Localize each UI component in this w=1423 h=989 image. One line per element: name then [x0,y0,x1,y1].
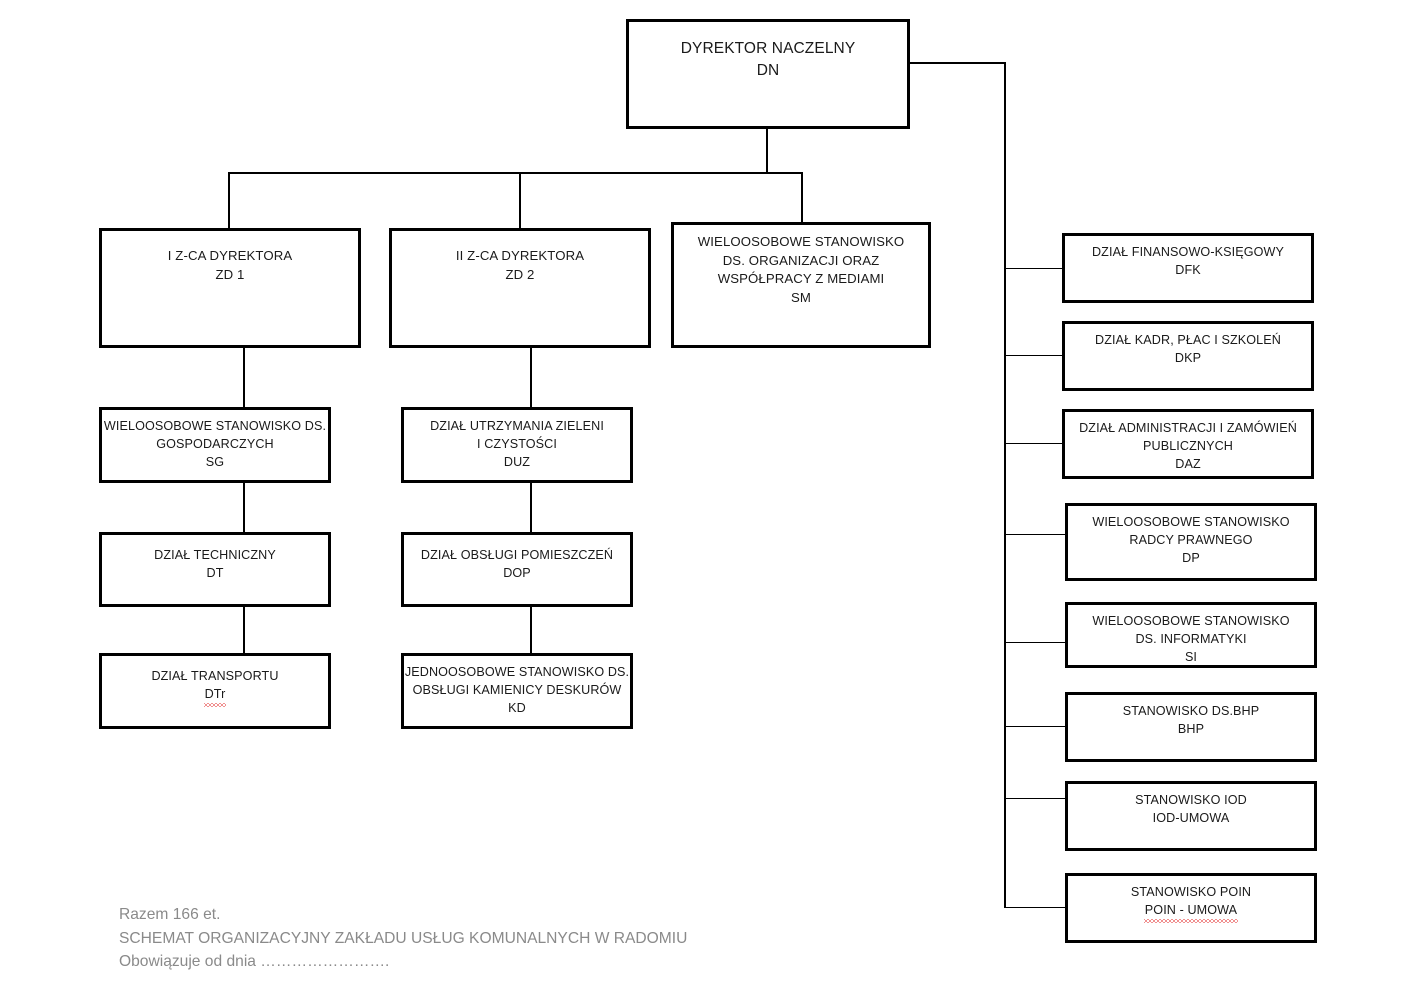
node-zd1-line-2: ZD 1 [215,266,245,282]
node-stanowisko-poin[interactable]: STANOWISKO POIN POIN - UMOWA [1065,873,1317,943]
node-daz-line-3: DAZ [1175,456,1201,471]
spellcheck-misspelling: DTr [203,686,227,707]
caption-effective-date: Obowiązuje od dnia ……………………. [119,953,390,971]
node-dtr-line-2: DTr [102,686,328,707]
node-dzial-finansowo-ksiegowy[interactable]: DZIAŁ FINANSOWO-KSIĘGOWY DFK [1062,233,1314,303]
node-sm-line-4: SM [791,290,811,306]
node-dp-line-2: RADCY PRAWNEGO [1129,532,1253,547]
node-dzial-kadr-plac-szkolen[interactable]: DZIAŁ KADR, PŁAC I SZKOLEŃ DKP [1062,321,1314,391]
node-zd2-line-1: II Z-CA DYREKTORA [455,248,585,263]
caption-title: SCHEMAT ORGANIZACYJNY ZAKŁADU USŁUG KOMU… [119,929,688,947]
node-kd-line-1: JEDNOOSOBOWE STANOWISKO DS. [404,665,630,679]
node-kd-line-2: OBSŁUGI KAMIENICY DESKURÓW [412,682,622,697]
node-dzial-administracji-zamowien[interactable]: DZIAŁ ADMINISTRACJI I ZAMÓWIEŃ PUBLICZNY… [1062,409,1314,479]
node-poin-line-2: POIN - UMOWA [1068,902,1314,923]
node-dtr-line-1: DZIAŁ TRANSPORTU [151,669,279,683]
connector-dop-to-kd [530,607,532,653]
connector-trunk-to-bhp [1004,726,1066,728]
node-dzial-transportu[interactable]: DZIAŁ TRANSPORTU DTr [99,653,331,729]
node-iod-line-1: STANOWISKO IOD [1135,793,1247,807]
node-dzial-techniczny[interactable]: DZIAŁ TECHNICZNY DT [99,532,331,607]
connector-trunk-to-iod [1004,798,1066,800]
connector-dn-down [766,128,768,174]
node-dn-line-2: DN [756,62,780,79]
connector-trunk-to-dp [1004,534,1066,536]
node-dzial-obslugi-pomieszczen[interactable]: DZIAŁ OBSŁUGI POMIESZCZEŃ DOP [401,532,633,607]
node-dzial-utrzymania-zieleni[interactable]: DZIAŁ UTRZYMANIA ZIELENI I CZYSTOŚCI DUZ [401,407,633,483]
node-dt-line-2: DT [206,565,224,580]
connector-trunk-to-dfk [1004,268,1064,270]
connector-right-trunk [1004,62,1006,908]
node-daz-line-2: PUBLICZNYCH [1143,438,1233,453]
node-sg-line-3: SG [205,454,225,469]
node-dt-line-1: DZIAŁ TECHNICZNY [154,548,276,562]
connector-dn-right [908,62,1005,64]
connector-trunk-to-poin [1004,907,1066,909]
connector-trunk-to-daz [1004,443,1064,445]
node-daz-line-1: DZIAŁ ADMINISTRACJI I ZAMÓWIEŃ [1079,421,1297,435]
connector-sg-to-dt [243,483,245,532]
node-stanowisko-informatyki[interactable]: WIELOOSOBOWE STANOWISKO DS. INFORMATYKI … [1065,602,1317,668]
node-si-line-1: WIELOOSOBOWE STANOWISKO [1092,614,1290,628]
node-dfk-line-2: DFK [1175,262,1201,277]
node-i-zca-dyrektora[interactable]: I Z-CA DYREKTORA ZD 1 [99,228,361,348]
node-iod-line-2: IOD-UMOWA [1152,810,1230,825]
node-dp-line-1: WIELOOSOBOWE STANOWISKO [1092,515,1290,529]
node-dfk-line-1: DZIAŁ FINANSOWO-KSIĘGOWY [1091,245,1285,259]
node-stanowisko-gospodarcze[interactable]: WIELOOSOBOWE STANOWISKO DS. GOSPODARCZYC… [99,407,331,483]
node-zd2-line-2: ZD 2 [505,266,535,282]
node-duz-line-2: I CZYSTOŚCI [477,436,557,451]
node-stanowisko-bhp[interactable]: STANOWISKO DS.BHP BHP [1065,692,1317,762]
node-stanowisko-iod[interactable]: STANOWISKO IOD IOD-UMOWA [1065,781,1317,851]
node-dyrektor-naczelny[interactable]: DYREKTOR NACZELNY DN [626,19,910,129]
connector-bus-to-sm [801,172,803,222]
node-dn-line-1: DYREKTOR NACZELNY [680,40,856,57]
node-bhp-line-1: STANOWISKO DS.BHP [1122,704,1260,718]
chart-caption: Razem 166 et. SCHEMAT ORGANIZACYJNY ZAKŁ… [119,903,687,974]
node-sg-line-2: GOSPODARCZYCH [156,436,274,451]
node-si-line-3: SI [1184,649,1198,664]
node-stanowisko-kamienicy-deskurow[interactable]: JEDNOOSOBOWE STANOWISKO DS. OBSŁUGI KAMI… [401,653,633,729]
node-duz-line-1: DZIAŁ UTRZYMANIA ZIELENI [430,419,604,433]
connector-bus-to-zd2 [519,172,521,228]
node-ii-zca-dyrektora[interactable]: II Z-CA DYREKTORA ZD 2 [389,228,651,348]
connector-trunk-to-dkp [1004,355,1064,357]
node-bhp-line-2: BHP [1177,721,1205,736]
node-stanowisko-organizacji-mediow[interactable]: WIELOOSOBOWE STANOWISKO DS. ORGANIZACJI … [671,222,931,348]
connector-zd1-to-sg [243,348,245,407]
node-sm-line-3: WSPÓŁPRACY Z MEDIAMI [717,271,885,287]
node-sm-line-1: WIELOOSOBOWE STANOWISKO [697,234,905,249]
caption-total-positions: Razem 166 et. [119,906,221,923]
connector-bus-to-zd1 [228,172,230,228]
node-dp-line-3: DP [1182,550,1200,565]
node-zd1-line-1: I Z-CA DYREKTORA [167,248,293,263]
connector-dt-to-dtr [243,607,245,653]
node-poin-line-1: STANOWISKO POIN [1130,885,1252,899]
node-dop-line-2: DOP [503,565,531,580]
connector-zd2-to-duz [530,348,532,407]
node-duz-line-3: DUZ [503,454,531,469]
node-dkp-line-2: DKP [1174,350,1202,365]
connector-bus-top [228,172,803,174]
node-sg-line-1: WIELOOSOBOWE STANOWISKO DS. [103,419,327,433]
connector-trunk-to-si [1004,642,1066,644]
node-dkp-line-1: DZIAŁ KADR, PŁAC I SZKOLEŃ [1095,333,1281,347]
spellcheck-misspelling: POIN - UMOWA [1143,902,1239,923]
node-sm-line-2: DS. ORGANIZACJI ORAZ [722,252,880,268]
node-kd-line-3: KD [508,700,526,715]
node-dop-line-1: DZIAŁ OBSŁUGI POMIESZCZEŃ [420,548,614,562]
node-stanowisko-radcy-prawnego[interactable]: WIELOOSOBOWE STANOWISKO RADCY PRAWNEGO D… [1065,503,1317,581]
connector-duz-to-dop [530,483,532,532]
node-si-line-2: DS. INFORMATYKI [1135,631,1247,646]
